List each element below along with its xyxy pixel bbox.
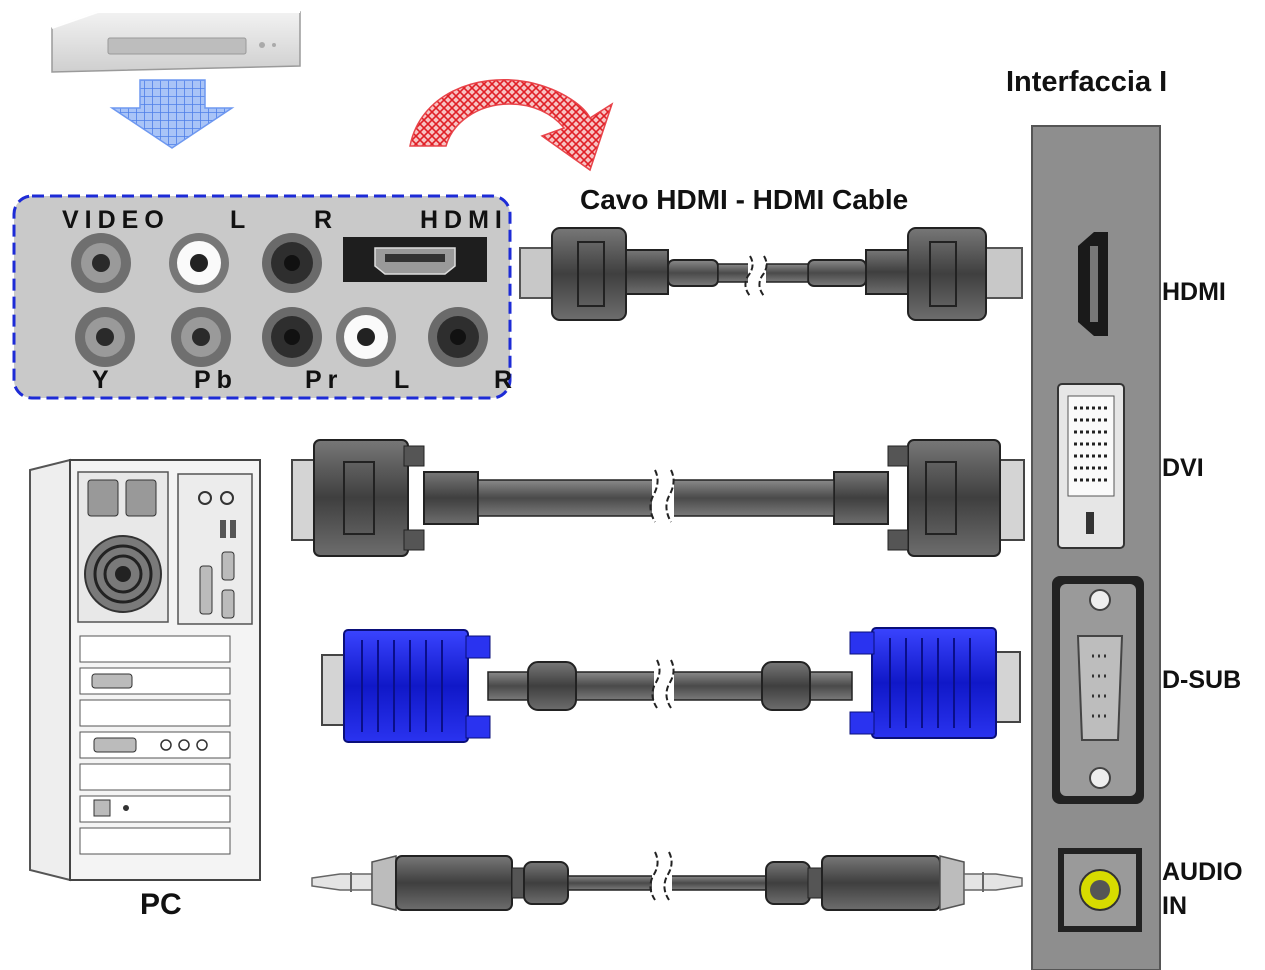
dsub-port-tv bbox=[1052, 576, 1144, 804]
panel-label-r-bottom: R bbox=[494, 366, 513, 394]
tv-side-panel bbox=[1031, 125, 1161, 970]
panel-label-l-bottom: L bbox=[394, 366, 416, 394]
audio-in-jack-tv bbox=[1058, 848, 1142, 932]
pr-jack bbox=[262, 307, 322, 367]
audio-l-jack-top bbox=[169, 233, 229, 293]
port-label-dsub: D-SUB bbox=[1162, 666, 1242, 694]
hdmi-port-panel bbox=[343, 237, 487, 282]
audio-r-jack-top bbox=[262, 233, 322, 293]
video-jack bbox=[71, 233, 131, 293]
av-connector-panel bbox=[12, 194, 512, 400]
vga-cable bbox=[321, 627, 1021, 743]
pc-label: PC bbox=[140, 888, 182, 921]
y-jack bbox=[75, 307, 135, 367]
panel-label-l-top: L bbox=[230, 206, 252, 234]
audio-cable bbox=[311, 851, 1023, 911]
audio-l-jack-bottom bbox=[336, 307, 396, 367]
hdmi-cable-label: Cavo HDMI - HDMI Cable bbox=[580, 184, 909, 215]
dvd-player-icon bbox=[51, 11, 301, 73]
dvi-cable bbox=[291, 439, 1025, 557]
curved-arrow-icon bbox=[409, 78, 614, 172]
panel-label-hdmi: HDMI bbox=[420, 206, 508, 234]
down-arrow-icon bbox=[109, 79, 235, 149]
port-label-audio: AUDIO bbox=[1162, 858, 1243, 886]
panel-label-pb: Pb bbox=[194, 366, 238, 394]
panel-label-pr: Pr bbox=[305, 366, 344, 394]
port-label-in: IN bbox=[1162, 892, 1187, 920]
panel-label-y: Y bbox=[92, 366, 115, 394]
pc-tower-icon bbox=[29, 458, 261, 882]
pb-jack bbox=[171, 307, 231, 367]
interface-title: Interfaccia I bbox=[1006, 66, 1168, 98]
hdmi-cable bbox=[519, 227, 1023, 321]
port-label-hdmi: HDMI bbox=[1162, 278, 1226, 306]
port-label-dvi: DVI bbox=[1162, 454, 1204, 482]
panel-label-r-top: R bbox=[314, 206, 339, 234]
hdmi-port-tv bbox=[1078, 232, 1108, 336]
dvi-port-tv bbox=[1057, 383, 1125, 549]
audio-r-jack-bottom bbox=[428, 307, 488, 367]
panel-label-video: VIDEO bbox=[62, 206, 170, 234]
